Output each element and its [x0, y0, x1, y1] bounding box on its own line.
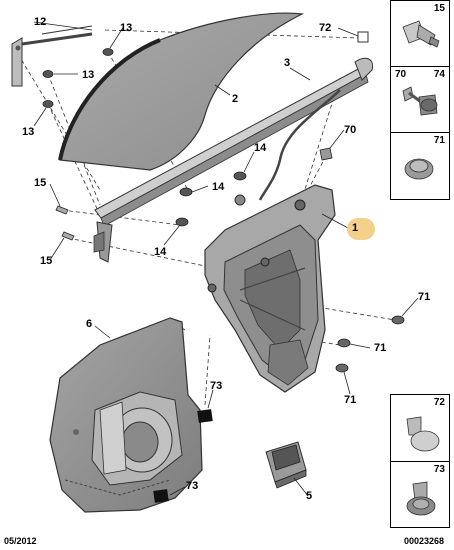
part-5-switch [265, 441, 307, 489]
callout-13-middle: 13 [82, 69, 95, 81]
callout-71-bottom: 71 [344, 394, 357, 406]
legend-fasteners-bottom: 72 73 [390, 394, 450, 528]
legend-label-70: 70 [395, 69, 407, 80]
part-14-clips [175, 171, 247, 227]
part-72-reference-box [357, 31, 369, 43]
callout-1: 1 [352, 222, 359, 234]
callout-71-right: 71 [418, 291, 431, 303]
part-13-clips [42, 48, 114, 108]
part-12-bracket [11, 25, 93, 87]
bolt-70-74-icon [402, 86, 438, 116]
footer-reference: 00023268 [404, 536, 445, 546]
part-15-screws [55, 205, 75, 241]
legend-cell-70-74: 70 74 [391, 67, 449, 133]
part-1-window-regulator [204, 184, 336, 393]
plug-73-icon [406, 481, 436, 516]
callout-71-middle: 71 [374, 342, 387, 354]
legend-label-72: 72 [433, 397, 445, 408]
legend-cell-72: 72 [391, 395, 449, 462]
clip-71-icon [404, 158, 434, 180]
callout-13-left: 13 [22, 126, 35, 138]
part-3-rail [93, 57, 374, 263]
legend-cell-73: 73 [391, 462, 449, 529]
legend-label-71: 71 [433, 135, 445, 146]
callout-14-bottom: 14 [154, 246, 167, 258]
rivet-72-icon [406, 416, 440, 452]
part-1-highlight-badge [347, 218, 375, 240]
part-73-plugs [153, 409, 213, 503]
legend-cell-15: 15 [391, 1, 449, 67]
callout-15-top: 15 [34, 177, 47, 189]
callout-13-top: 13 [120, 22, 133, 34]
callout-14-top: 14 [254, 142, 267, 154]
screw-15-icon [402, 20, 440, 48]
leader-lines [33, 21, 419, 497]
legend-fasteners-top: 15 70 74 71 [390, 0, 450, 200]
callout-3: 3 [284, 57, 291, 69]
callout-6: 6 [86, 318, 93, 330]
callout-14-middle: 14 [212, 181, 225, 193]
callout-73-lower: 73 [186, 480, 199, 492]
part-2-window-glass [58, 12, 305, 171]
callout-5: 5 [306, 490, 313, 502]
legend-label-74: 74 [433, 69, 445, 80]
callout-72-top: 72 [319, 22, 332, 34]
part-6-door-panel [49, 317, 203, 513]
callout-12: 12 [34, 16, 47, 28]
part-71-clips [335, 315, 405, 373]
callout-73-upper: 73 [210, 380, 223, 392]
footer-date: 05/2012 [4, 536, 37, 546]
callout-15-bottom: 15 [40, 255, 53, 267]
part-70-bolt [319, 147, 333, 161]
callout-70: 70 [344, 124, 357, 136]
legend-label-73: 73 [433, 464, 445, 475]
legend-cell-71: 71 [391, 133, 449, 199]
callout-2: 2 [232, 93, 239, 105]
legend-label-15: 15 [433, 3, 445, 14]
